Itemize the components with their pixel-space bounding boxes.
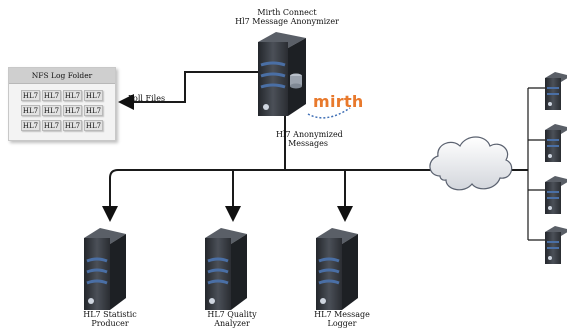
cloud-icon: [429, 136, 513, 191]
connector-lines: [102, 71, 545, 241]
mirth-server-title: Mirth Connect Hl7 Message Anonymizer: [232, 8, 342, 26]
poll-line: [118, 71, 258, 110]
server-quality-icon: [205, 228, 247, 310]
hl7-file: HL7: [63, 120, 82, 131]
server-quality-line1: HL7 Quality: [207, 310, 257, 319]
rack-server-icon-2: [545, 124, 567, 162]
mirth-logo-swoosh: [307, 107, 351, 119]
server-statistic-icon: [84, 228, 126, 310]
server-statistic-line2: Producer: [91, 319, 129, 328]
hl7-file: HL7: [84, 120, 103, 131]
nfs-folder-title: NFS Log Folder: [9, 68, 115, 84]
server-logger-line1: HL7 Message: [314, 310, 370, 319]
branch-statistic: [102, 169, 119, 222]
server-quality-label: HL7 Quality Analyzer: [192, 310, 272, 328]
server-logger-label: HL7 Message Logger: [302, 310, 382, 328]
nfs-log-folder: NFS Log Folder HL7 HL7 HL7 HL7 HL7 HL7 H…: [8, 67, 116, 141]
anonymized-label-line2: Messages: [288, 139, 328, 148]
rack-server-icon-1: [545, 72, 567, 110]
anonymized-messages-label: Hl7 Anonymized Messages: [276, 130, 343, 148]
mirth-server-title-line1: Mirth Connect: [257, 8, 317, 17]
hl7-file: HL7: [63, 90, 82, 101]
server-statistic-line1: HL7 Statistic: [83, 310, 137, 319]
mirth-server-title-line2: Hl7 Message Anonymizer: [235, 17, 339, 26]
hl7-file: HL7: [21, 90, 40, 101]
mirth-logo: mirth: [313, 92, 364, 111]
hl7-file: HL7: [42, 105, 61, 116]
rack-server-icon-4: [545, 226, 567, 264]
hl7-file: HL7: [21, 120, 40, 131]
hl7-file: HL7: [84, 105, 103, 116]
mirth-server-icon: [258, 32, 306, 116]
rack-server-icon-3: [545, 176, 567, 214]
server-logger-line2: Logger: [327, 319, 357, 328]
hl7-file: HL7: [21, 105, 40, 116]
server-logger-icon: [316, 228, 358, 310]
hl7-file: HL7: [84, 90, 103, 101]
hl7-file: HL7: [42, 120, 61, 131]
anonymized-label-line1: Hl7 Anonymized: [276, 130, 343, 139]
server-statistic-label: HL7 Statistic Producer: [70, 310, 150, 328]
hl7-file: HL7: [63, 105, 82, 116]
hl7-file-grid: HL7 HL7 HL7 HL7 HL7 HL7 HL7 HL7 HL7 HL7 …: [21, 90, 105, 131]
server-quality-line2: Analyzer: [214, 319, 250, 328]
poll-files-label: Poll Files: [128, 94, 166, 103]
hl7-file: HL7: [42, 90, 61, 101]
